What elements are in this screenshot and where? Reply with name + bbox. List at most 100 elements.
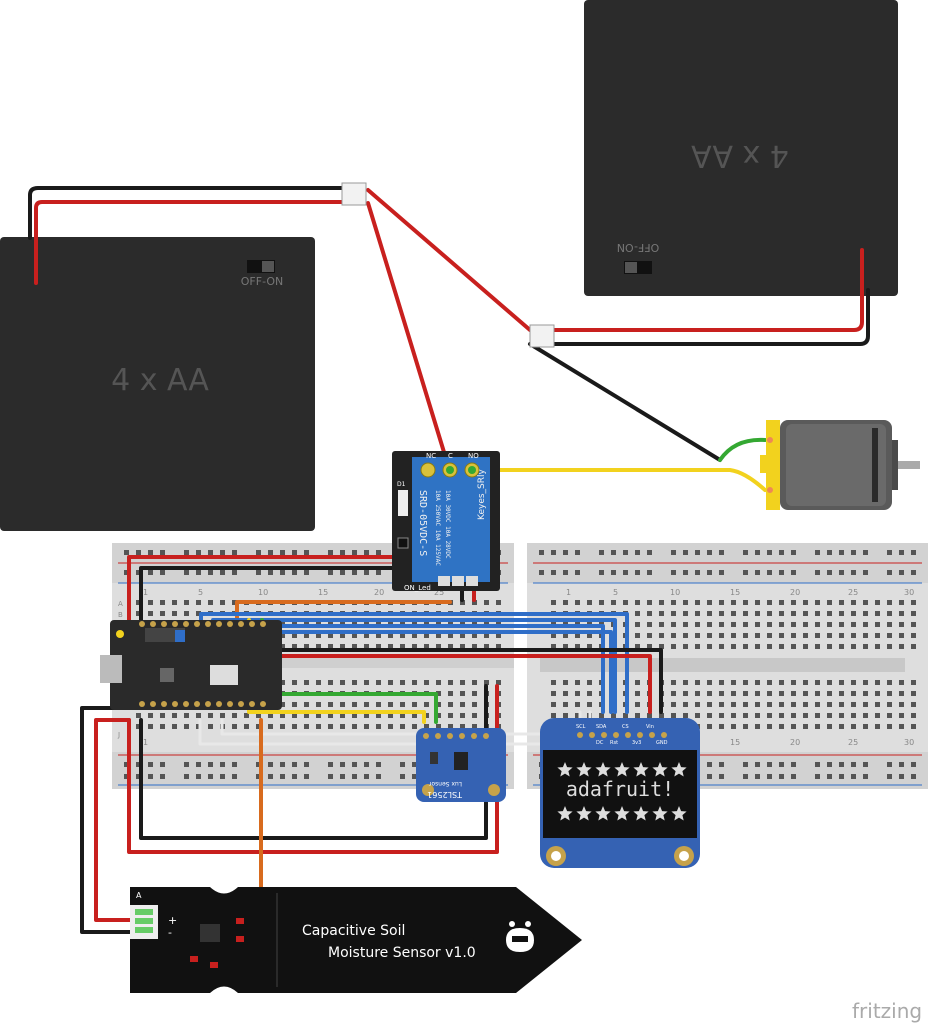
breadboard-hole xyxy=(484,680,489,685)
breadboard-hole xyxy=(376,550,381,555)
breadboard-hole xyxy=(292,633,297,638)
breadboard-hole xyxy=(328,550,333,555)
row-letter: B xyxy=(118,611,123,619)
breadboard-hole xyxy=(623,600,628,605)
breadboard-hole xyxy=(839,724,844,729)
breadboard-hole xyxy=(304,702,309,707)
breadboard-hole xyxy=(352,724,357,729)
breadboard-hole xyxy=(671,600,676,605)
breadboard-hole xyxy=(719,633,724,638)
breadboard-hole xyxy=(743,633,748,638)
breadboard-hole xyxy=(707,702,712,707)
breadboard-hole xyxy=(695,550,700,555)
breadboard-hole xyxy=(364,713,369,718)
mcu-pin xyxy=(139,621,145,627)
battery-left-switch-label: OFF-ON xyxy=(241,275,283,288)
breadboard-hole xyxy=(460,633,465,638)
breadboard-hole xyxy=(803,644,808,649)
breadboard-hole xyxy=(376,762,381,767)
breadboard-hole xyxy=(635,713,640,718)
breadboard-hole xyxy=(196,762,201,767)
breadboard-hole xyxy=(220,762,225,767)
breadboard-hole xyxy=(551,600,556,605)
breadboard-hole xyxy=(791,713,796,718)
oled-pin-label: SDA xyxy=(596,724,607,730)
breadboard-hole xyxy=(316,724,321,729)
col-num: 10 xyxy=(258,588,268,597)
breadboard-hole xyxy=(551,550,556,555)
breadboard-hole xyxy=(851,550,856,555)
breadboard-hole xyxy=(280,724,285,729)
breadboard-hole xyxy=(551,702,556,707)
breadboard-hole xyxy=(875,724,880,729)
breadboard-hole xyxy=(815,680,820,685)
breadboard-hole xyxy=(280,702,285,707)
breadboard-hole xyxy=(899,702,904,707)
breadboard-hole xyxy=(671,633,676,638)
breadboard-hole xyxy=(484,633,489,638)
breadboard-hole xyxy=(400,724,405,729)
breadboard-hole xyxy=(779,622,784,627)
breadboard-hole xyxy=(280,633,285,638)
breadboard-hole xyxy=(136,713,141,718)
breadboard-hole xyxy=(803,611,808,616)
breadboard-hole xyxy=(575,644,580,649)
breadboard-hole xyxy=(196,611,201,616)
breadboard-hole xyxy=(352,702,357,707)
oled-pin-labels: SCL SDA CS Vin DC Rst 3v3 GND xyxy=(576,724,668,746)
breadboard-hole xyxy=(448,724,453,729)
breadboard-hole xyxy=(184,762,189,767)
breadboard-hole xyxy=(448,680,453,685)
breadboard-hole xyxy=(352,550,357,555)
breadboard-hole xyxy=(695,680,700,685)
breadboard-hole xyxy=(328,774,333,779)
breadboard-hole xyxy=(659,713,664,718)
relay-rating-2: 10A 30VDC 10A 28VDC xyxy=(444,490,451,559)
fritzing-watermark: fritzing xyxy=(852,999,922,1023)
breadboard-hole xyxy=(911,774,916,779)
breadboard-hole xyxy=(563,713,568,718)
breadboard-hole xyxy=(779,762,784,767)
breadboard-hole xyxy=(563,702,568,707)
breadboard-hole xyxy=(803,691,808,696)
breadboard-hole xyxy=(743,644,748,649)
breadboard-hole xyxy=(280,774,285,779)
oled-star xyxy=(652,762,668,777)
breadboard-hole xyxy=(887,702,892,707)
breadboard-hole xyxy=(172,611,177,616)
breadboard-hole xyxy=(436,713,441,718)
breadboard-hole xyxy=(839,633,844,638)
breadboard-hole xyxy=(575,713,580,718)
breadboard-hole xyxy=(683,680,688,685)
mcu-pin xyxy=(150,701,156,707)
breadboard-hole xyxy=(172,724,177,729)
breadboard-hole xyxy=(304,774,309,779)
breadboard-hole xyxy=(460,644,465,649)
breadboard-hole xyxy=(851,762,856,767)
mcu-pin xyxy=(205,621,211,627)
breadboard-hole xyxy=(340,713,345,718)
breadboard-hole xyxy=(563,691,568,696)
breadboard-hole xyxy=(731,713,736,718)
breadboard-hole xyxy=(388,680,393,685)
breadboard-hole xyxy=(232,550,237,555)
breadboard-hole xyxy=(352,774,357,779)
breadboard-hole xyxy=(791,762,796,767)
breadboard-hole xyxy=(911,622,916,627)
breadboard-hole xyxy=(671,691,676,696)
breadboard-hole xyxy=(839,550,844,555)
breadboard-hole xyxy=(707,644,712,649)
breadboard-hole xyxy=(563,644,568,649)
breadboard-hole xyxy=(280,680,285,685)
breadboard-hole xyxy=(755,702,760,707)
breadboard-hole xyxy=(292,644,297,649)
breadboard-hole xyxy=(424,633,429,638)
breadboard-hole xyxy=(635,680,640,685)
col-num: 15 xyxy=(730,738,740,747)
breadboard-hole xyxy=(731,611,736,616)
breadboard-hole xyxy=(815,570,820,575)
breadboard-hole xyxy=(184,600,189,605)
breadboard-hole xyxy=(851,713,856,718)
breadboard-hole xyxy=(683,691,688,696)
breadboard-hole xyxy=(472,644,477,649)
